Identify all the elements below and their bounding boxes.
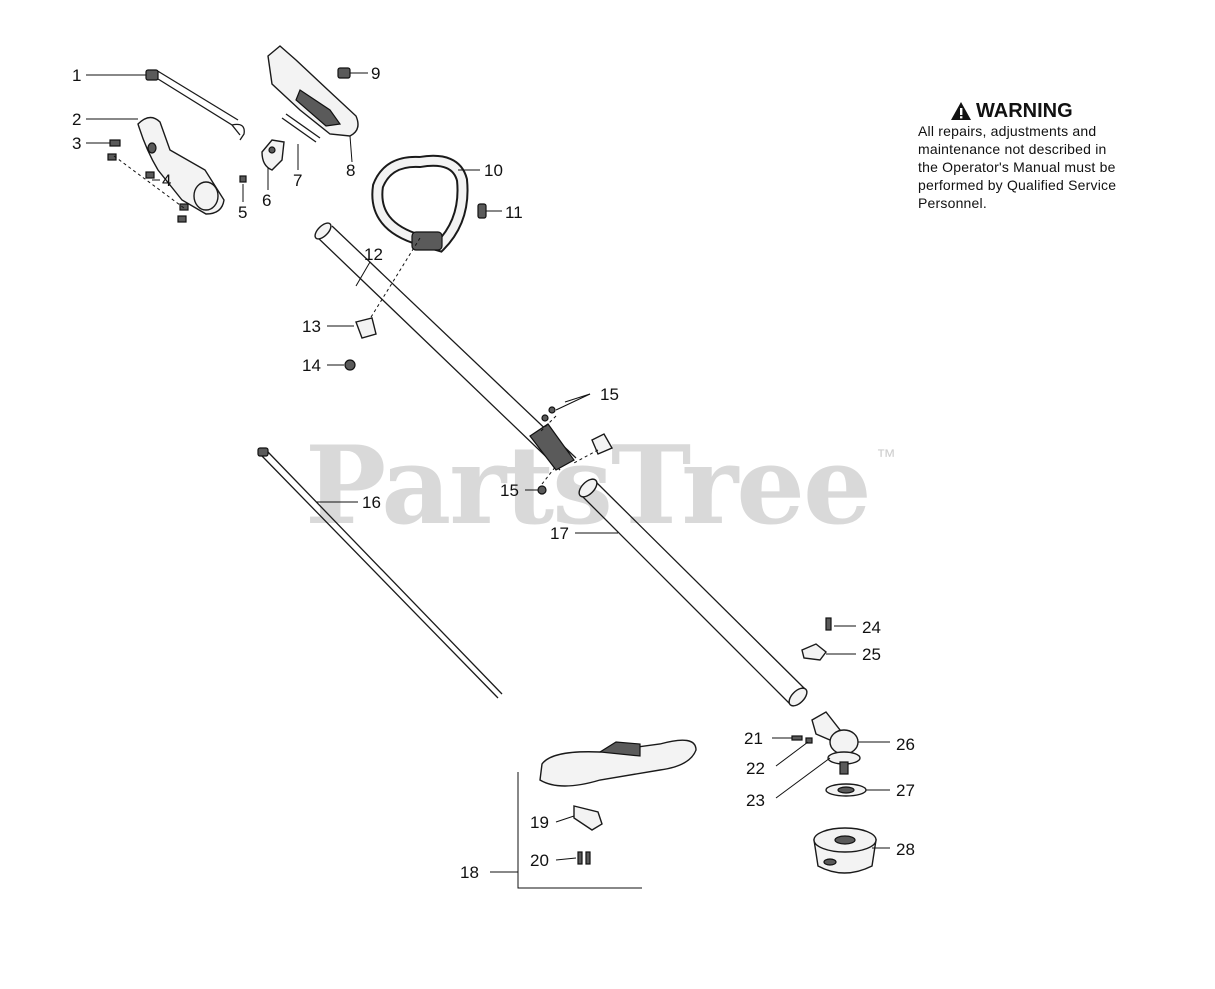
callout-1: 1 xyxy=(72,66,81,85)
part-switch-9 xyxy=(337,67,351,79)
callout-27: 27 xyxy=(896,781,915,800)
part-trimmer-head xyxy=(813,827,877,874)
callout-8: 8 xyxy=(346,161,355,180)
callout-24: 24 xyxy=(862,618,881,637)
callout-6: 6 xyxy=(262,191,271,210)
callout-4: 4 xyxy=(162,171,171,190)
part-coupler xyxy=(529,406,613,495)
part-screws-20 xyxy=(577,851,591,865)
callout-22: 22 xyxy=(746,759,765,778)
callout-19: 19 xyxy=(530,813,549,832)
callout-16: 16 xyxy=(362,493,381,512)
part-gear-head xyxy=(811,711,861,775)
callout-13: 13 xyxy=(302,317,321,336)
callout-25: 25 xyxy=(862,645,881,664)
part-guard-18 xyxy=(539,739,697,787)
part-upper-shaft xyxy=(314,222,577,471)
part-clamp-13 xyxy=(355,317,377,339)
callout-14: 14 xyxy=(302,356,321,375)
callout-7: 7 xyxy=(293,171,302,190)
part-screw-4 xyxy=(145,171,189,223)
warning-line: maintenance not described in xyxy=(918,141,1107,157)
part-screw-22 xyxy=(805,737,813,744)
callout-15b: 15 xyxy=(500,481,519,500)
part-guard-bracket xyxy=(573,805,603,831)
callout-28: 28 xyxy=(896,840,915,859)
warning-title: WARNING xyxy=(976,100,1073,122)
warning-line: performed by Qualified Service xyxy=(918,177,1117,193)
part-lever-7 xyxy=(281,113,321,143)
part-screw-21 xyxy=(791,735,803,741)
warning-line: the Operator's Manual must be xyxy=(918,159,1116,175)
part-lower-shaft xyxy=(578,478,808,707)
callout-9: 9 xyxy=(371,64,380,83)
part-bolt-11 xyxy=(477,203,487,219)
warning-body: All repairs, adjustments and maintenance… xyxy=(918,122,1168,212)
part-throttle-trigger xyxy=(261,139,285,171)
part-handle-half xyxy=(267,45,359,137)
callout-21: 21 xyxy=(744,729,763,748)
part-nut-5 xyxy=(239,175,247,183)
warning-line: All repairs, adjustments and xyxy=(918,123,1097,139)
warning-notice: WARNING All repairs, adjustments and mai… xyxy=(918,100,1168,212)
callout-18: 18 xyxy=(460,863,479,882)
callout-17: 17 xyxy=(550,524,569,543)
warning-line: Personnel. xyxy=(918,195,987,211)
watermark-trademark: ™ xyxy=(876,446,896,468)
callout-10: 10 xyxy=(484,161,503,180)
callout-15a: 15 xyxy=(600,385,619,404)
callout-12: 12 xyxy=(364,245,383,264)
part-knob-14 xyxy=(344,359,356,371)
callout-2: 2 xyxy=(72,110,81,129)
callout-20: 20 xyxy=(530,851,549,870)
callout-3: 3 xyxy=(72,134,81,153)
part-loop-handle xyxy=(371,154,469,253)
warning-triangle-icon xyxy=(951,102,971,120)
callout-26: 26 xyxy=(896,735,915,754)
part-washer-27 xyxy=(825,783,867,797)
part-screw-24 xyxy=(825,617,832,631)
warning-heading: WARNING xyxy=(950,100,1168,122)
callout-11: 11 xyxy=(505,203,523,222)
part-handle-housing xyxy=(137,116,225,215)
callout-23: 23 xyxy=(746,791,765,810)
part-drive-shaft xyxy=(257,447,503,699)
part-clip-25 xyxy=(801,643,827,661)
callout-5: 5 xyxy=(238,203,247,222)
